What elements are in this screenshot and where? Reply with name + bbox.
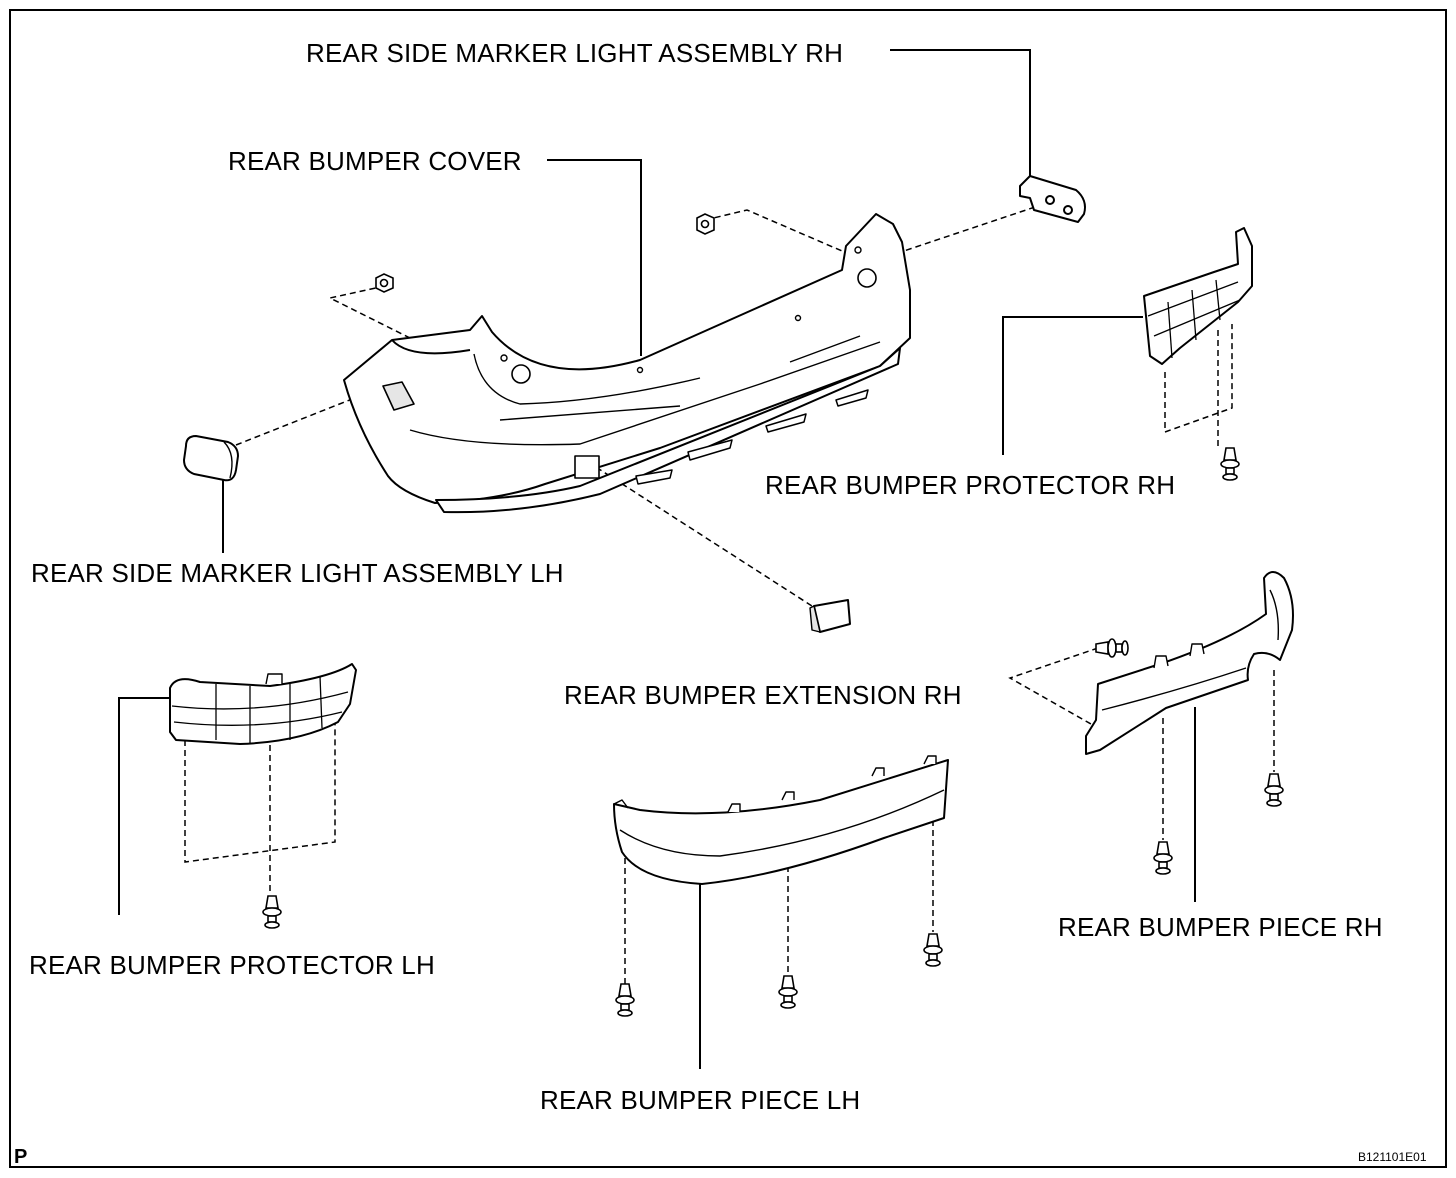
dash-protector-rh xyxy=(1164,324,1233,434)
leader-protector-rh xyxy=(1002,316,1143,455)
bumper-protector-lh xyxy=(169,663,357,745)
dash-piece-rh-clip xyxy=(1008,647,1099,729)
leader-lines xyxy=(118,49,1196,1069)
label-extension-rh: REAR BUMPER EXTENSION RH xyxy=(564,680,962,710)
nut-left-icon xyxy=(375,273,394,293)
clip-icon xyxy=(1153,841,1173,875)
leader-bumper-cover xyxy=(547,159,642,356)
rear-bumper-cover xyxy=(343,213,911,514)
clip-icon xyxy=(262,895,282,929)
clip-icons xyxy=(262,447,1284,1017)
label-rear-bumper-cover: REAR BUMPER COVER xyxy=(228,146,522,176)
label-marker-light-lh: REAR SIDE MARKER LIGHT ASSEMBLY LH xyxy=(31,558,564,588)
clip-icon xyxy=(1264,773,1284,807)
assembly-dashed-lines xyxy=(184,205,1275,985)
dash-protector-lh xyxy=(184,722,336,863)
figure-code: B121101E01 xyxy=(1358,1150,1427,1164)
clip-icon xyxy=(923,933,943,967)
label-marker-light-rh: REAR SIDE MARKER LIGHT ASSEMBLY RH xyxy=(306,38,844,68)
corner-mark: P xyxy=(14,1146,28,1168)
marker-light-lh xyxy=(183,435,239,482)
label-protector-lh: REAR BUMPER PROTECTOR LH xyxy=(29,950,435,980)
dash-extension xyxy=(587,461,813,607)
label-piece-rh: REAR BUMPER PIECE RH xyxy=(1058,912,1383,942)
bumper-piece-rh xyxy=(1085,571,1294,755)
bumper-extension-rh xyxy=(809,599,851,633)
leader-marker-rh xyxy=(890,49,1031,178)
clip-icon xyxy=(778,975,798,1009)
label-protector-rh: REAR BUMPER PROTECTOR RH xyxy=(765,470,1176,500)
dash-right-nut xyxy=(704,209,850,255)
dash-marker-lh xyxy=(235,383,391,446)
diagram-border xyxy=(9,9,1447,1168)
marker-light-rh xyxy=(1019,175,1086,223)
clip-icon xyxy=(1095,638,1129,658)
clip-icon xyxy=(615,983,635,1017)
nut-right-icon xyxy=(696,213,715,235)
clip-icon xyxy=(1220,447,1240,481)
bumper-piece-lh xyxy=(613,755,949,885)
bumper-protector-rh xyxy=(1143,227,1253,365)
label-piece-lh: REAR BUMPER PIECE LH xyxy=(540,1085,861,1115)
leader-protector-lh xyxy=(118,697,171,915)
